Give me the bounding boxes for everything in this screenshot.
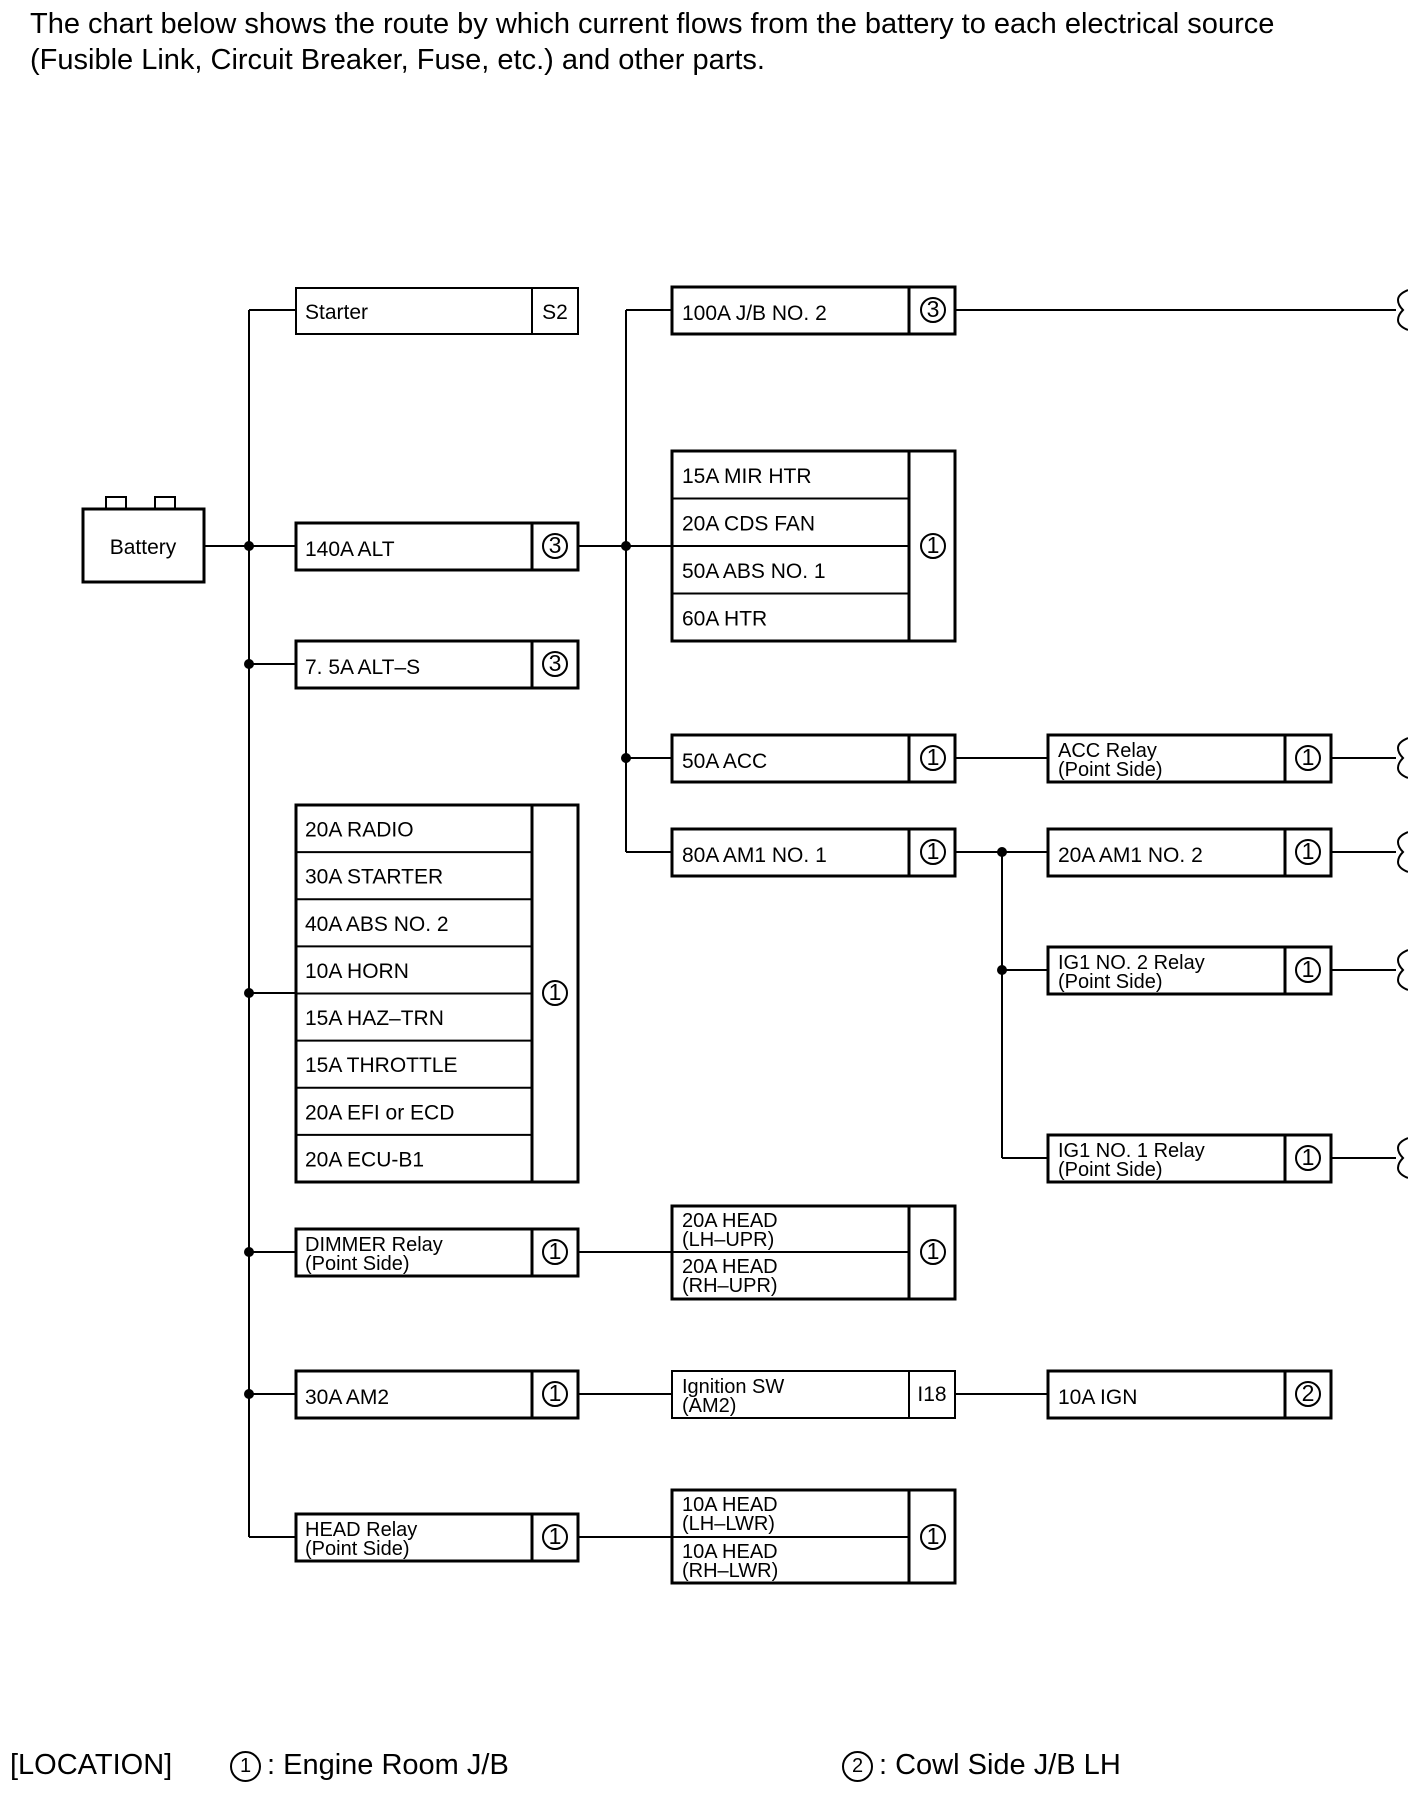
fuse-jb-no2: 100A J/B NO. 2 3 [670, 285, 957, 336]
fuse-group-engine-room: 1 20A RADIO 30A STARTER 40A ABS NO. 2 10A H… [294, 803, 580, 1184]
fuse-group-item: 20A EFI or ECD [305, 1101, 454, 1124]
battery-label: Battery [110, 536, 177, 559]
head-rh-upr-line1: 20A HEAD [682, 1256, 778, 1278]
ign-location: 2 [1302, 1380, 1315, 1406]
ig1-no2-line2: (Point Side) [1058, 971, 1163, 993]
jb2-location: 3 [927, 296, 940, 322]
intro-text: The chart below shows the route by which… [30, 6, 1390, 78]
intro-line-2: (Fusible Link, Circuit Breaker, Fuse, et… [30, 44, 765, 76]
ig1-no1-line1: IG1 NO. 1 Relay [1058, 1140, 1205, 1162]
ignition-switch: Ignition SW (AM2) I18 [671, 1370, 956, 1419]
am1-location: 1 [927, 838, 940, 864]
ig1-no2-relay: IG1 NO. 2 Relay (Point Side) 1 [1046, 945, 1333, 996]
fuse-group-location: 1 [549, 979, 562, 1005]
jb2-label: 100A J/B NO. 2 [682, 302, 827, 325]
head-lwr-location: 1 [927, 1523, 940, 1549]
head-relay-line1: HEAD Relay [305, 1519, 417, 1541]
acc-relay-location: 1 [1302, 744, 1315, 770]
acc-location: 1 [927, 744, 940, 770]
fuse-10a-ign: 10A IGN 2 [1046, 1369, 1333, 1420]
legend-number-2: 2 [842, 1751, 873, 1782]
acc-relay-line2: (Point Side) [1058, 759, 1163, 781]
legend-title: [LOCATION] [10, 1749, 173, 1781]
ign-sw-location: I18 [917, 1383, 946, 1406]
ign-sw-line1: Ignition SW [682, 1376, 784, 1398]
mir-group-item: 50A ABS NO. 1 [682, 560, 826, 583]
ig1-no1-line2: (Point Side) [1058, 1159, 1163, 1181]
dimmer-line2: (Point Side) [305, 1253, 410, 1275]
dimmer-relay: DIMMER Relay (Point Side) 1 [294, 1227, 580, 1278]
fuse-group-item: 15A HAZ–TRN [305, 1007, 444, 1030]
fuse-group-item: 20A ECU-B1 [305, 1148, 424, 1171]
acc-relay: ACC Relay (Point Side) 1 [1046, 733, 1333, 784]
ig1-no2-location: 1 [1302, 956, 1315, 982]
fuse-am1-no2: 20A AM1 NO. 2 1 [1046, 827, 1333, 878]
am1-no2-label: 20A AM1 NO. 2 [1058, 844, 1203, 867]
mir-group-item: 60A HTR [682, 607, 767, 630]
fuse-80a-am1: 80A AM1 NO. 1 1 [670, 827, 957, 878]
alt-s-label: 7. 5A ALT–S [305, 656, 420, 679]
fuse-group-mir-htr: 1 15A MIR HTR 20A CDS FAN 50A ABS NO. 1 60A… [670, 449, 957, 643]
location-legend: [LOCATION] 1: Engine Room J/B 2: Cowl Si… [10, 1745, 1400, 1785]
fuse-group-item: 30A STARTER [305, 866, 443, 889]
ig1-no1-location: 1 [1302, 1144, 1315, 1170]
alt-label: 140A ALT [305, 538, 395, 561]
legend-number-1: 1 [230, 1751, 261, 1782]
head-rh-upr-line2: (RH–UPR) [682, 1275, 778, 1297]
dimmer-line1: DIMMER Relay [305, 1234, 443, 1256]
dimmer-location: 1 [549, 1238, 562, 1264]
legend-text-1: : Engine Room J/B [267, 1749, 509, 1781]
battery: Battery [81, 496, 206, 584]
starter-label: Starter [305, 301, 368, 324]
head-relay: HEAD Relay (Point Side) 1 [294, 1512, 580, 1563]
head-lh-lwr-line1: 10A HEAD [682, 1494, 778, 1516]
head-rh-lwr-line2: (RH–LWR) [682, 1560, 778, 1582]
head-lh-lwr-line2: (LH–LWR) [682, 1513, 775, 1535]
am2-label: 30A AM2 [305, 1386, 389, 1409]
head-lh-upr-line1: 20A HEAD [682, 1210, 778, 1232]
am1-label: 80A AM1 NO. 1 [682, 844, 827, 867]
alt-s-location: 3 [549, 650, 562, 676]
fuse-starter: Starter S2 [295, 287, 579, 335]
fuse-30a-am2: 30A AM2 1 [294, 1369, 580, 1420]
fuse-50a-acc: 50A ACC 1 [670, 733, 957, 784]
acc-relay-line1: ACC Relay [1058, 740, 1157, 762]
ig1-no1-relay: IG1 NO. 1 Relay (Point Side) 1 [1046, 1133, 1333, 1184]
ign-sw-line2: (AM2) [682, 1395, 736, 1417]
head-rh-lwr-line1: 10A HEAD [682, 1541, 778, 1563]
head-lh-upr-line2: (LH–UPR) [682, 1229, 774, 1251]
fuse-alt-s: 7. 5A ALT–S 3 [294, 639, 580, 690]
alt-location: 3 [549, 532, 562, 558]
head-relay-line2: (Point Side) [305, 1538, 410, 1560]
starter-location: S2 [542, 301, 568, 324]
fuse-group-item: 20A RADIO [305, 819, 414, 842]
head-relay-location: 1 [549, 1523, 562, 1549]
legend-item-cowl-side: 2: Cowl Side J/B LH [842, 1745, 1121, 1785]
mir-group-item: 15A MIR HTR [682, 465, 812, 488]
fuse-140a-alt: 140A ALT 3 [294, 521, 580, 572]
legend-text-2: : Cowl Side J/B LH [879, 1749, 1121, 1781]
mir-group-item: 20A CDS FAN [682, 512, 815, 535]
fuse-group-item: 15A THROTTLE [305, 1054, 458, 1077]
ign-label: 10A IGN [1058, 1386, 1137, 1409]
intro-line-1: The chart below shows the route by which… [30, 8, 1275, 40]
junction-dots [244, 541, 1007, 1399]
mir-group-location: 1 [927, 532, 940, 558]
am2-location: 1 [549, 1380, 562, 1406]
ig1-no2-line1: IG1 NO. 2 Relay [1058, 952, 1205, 974]
acc-label: 50A ACC [682, 750, 767, 773]
fuse-group-item: 10A HORN [305, 960, 409, 983]
head-upr-location: 1 [927, 1238, 940, 1264]
fuse-group-item: 40A ABS NO. 2 [305, 913, 449, 936]
fuse-group-head-upr: 20A HEAD (LH–UPR) 20A HEAD (RH–UPR) 1 [670, 1204, 957, 1301]
am1-no2-location: 1 [1302, 838, 1315, 864]
legend-item-engine-room: 1: Engine Room J/B [230, 1745, 509, 1785]
fuse-group-head-lwr: 10A HEAD (LH–LWR) 10A HEAD (RH–LWR) 1 [670, 1488, 957, 1585]
